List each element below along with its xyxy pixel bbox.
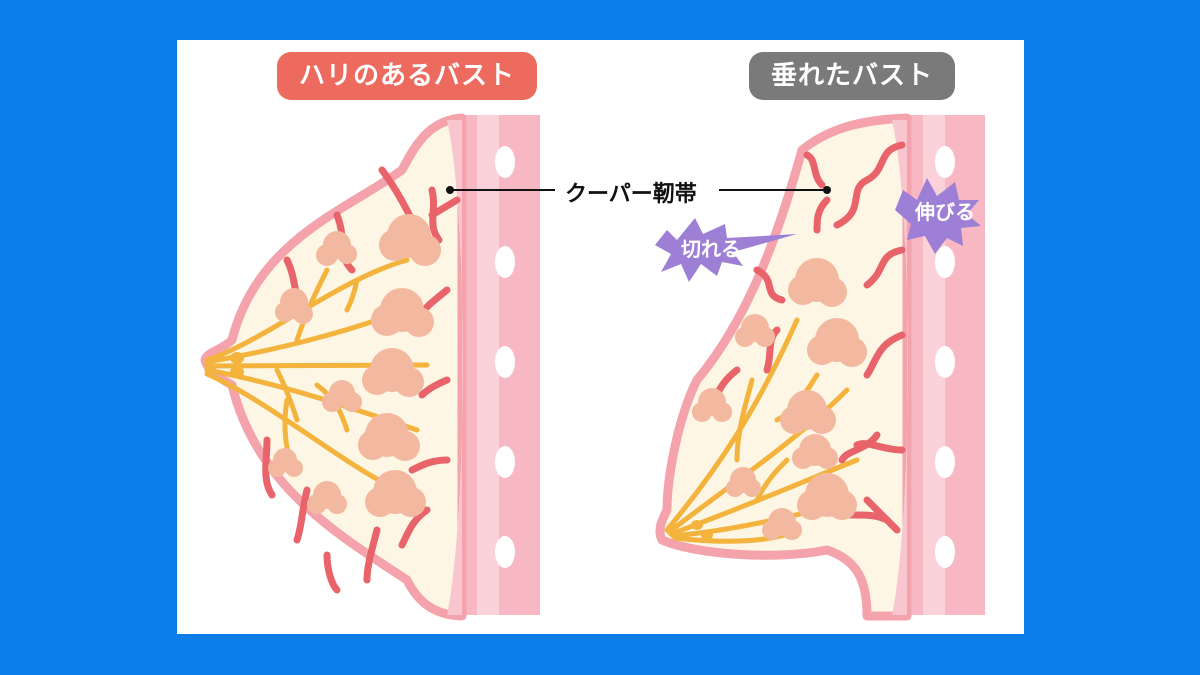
sagging-bust-title: 垂れたバスト bbox=[749, 52, 955, 100]
firm-bust-illustration bbox=[200, 113, 540, 621]
stretch-burst bbox=[895, 178, 981, 254]
breast-diagram bbox=[200, 113, 985, 621]
cut-label: 切れる bbox=[681, 237, 741, 261]
cooper-ligament-label: クーパー靭帯 bbox=[565, 182, 697, 207]
firm-bust-title: ハリのあるバスト bbox=[277, 52, 537, 100]
cut-burst bbox=[655, 218, 797, 282]
right-lobules bbox=[692, 258, 867, 540]
left-lobules bbox=[268, 214, 441, 517]
illustration-panel: ハリのあるバスト 垂れたバスト クーパー靭帯 切れる 伸びる bbox=[177, 40, 1024, 634]
sagging-bust-illustration bbox=[655, 113, 985, 621]
ligament-callout bbox=[446, 186, 831, 194]
stretch-label: 伸びる bbox=[915, 200, 975, 224]
